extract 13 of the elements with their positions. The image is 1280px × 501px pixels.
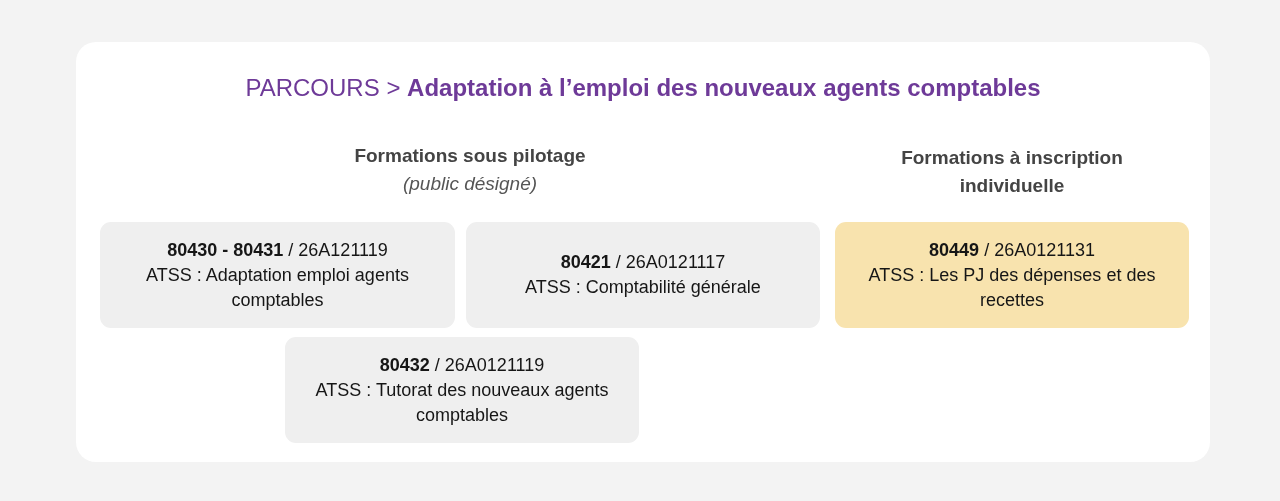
- course-title: ATSS : Adaptation emploi agents comptables: [145, 263, 410, 312]
- course-title: ATSS : Les PJ des dépenses et des recettes: [867, 263, 1157, 312]
- course-code: 80430 - 80431 / 26A121119: [167, 238, 388, 262]
- course-code: 80449 / 26A0121131: [929, 238, 1095, 262]
- column-heading: Formations sous pilotage: [353, 144, 587, 168]
- column-heading: Formations à inscription individuelle: [900, 146, 1124, 198]
- course-title: ATSS : Tutorat des nouveaux agents comptables: [314, 378, 610, 427]
- course-title: ATSS : Comptabilité générale: [525, 276, 761, 299]
- course-box: [835, 222, 1189, 328]
- page-title: PARCOURS > Adaptation à l’emploi des nouveaux agents comptables: [244, 73, 1042, 103]
- column-subheading: (public désigné): [401, 172, 539, 196]
- course-code: 80432 / 26A0121119: [379, 353, 545, 377]
- course-code: 80421 / 26A0121117: [560, 251, 726, 274]
